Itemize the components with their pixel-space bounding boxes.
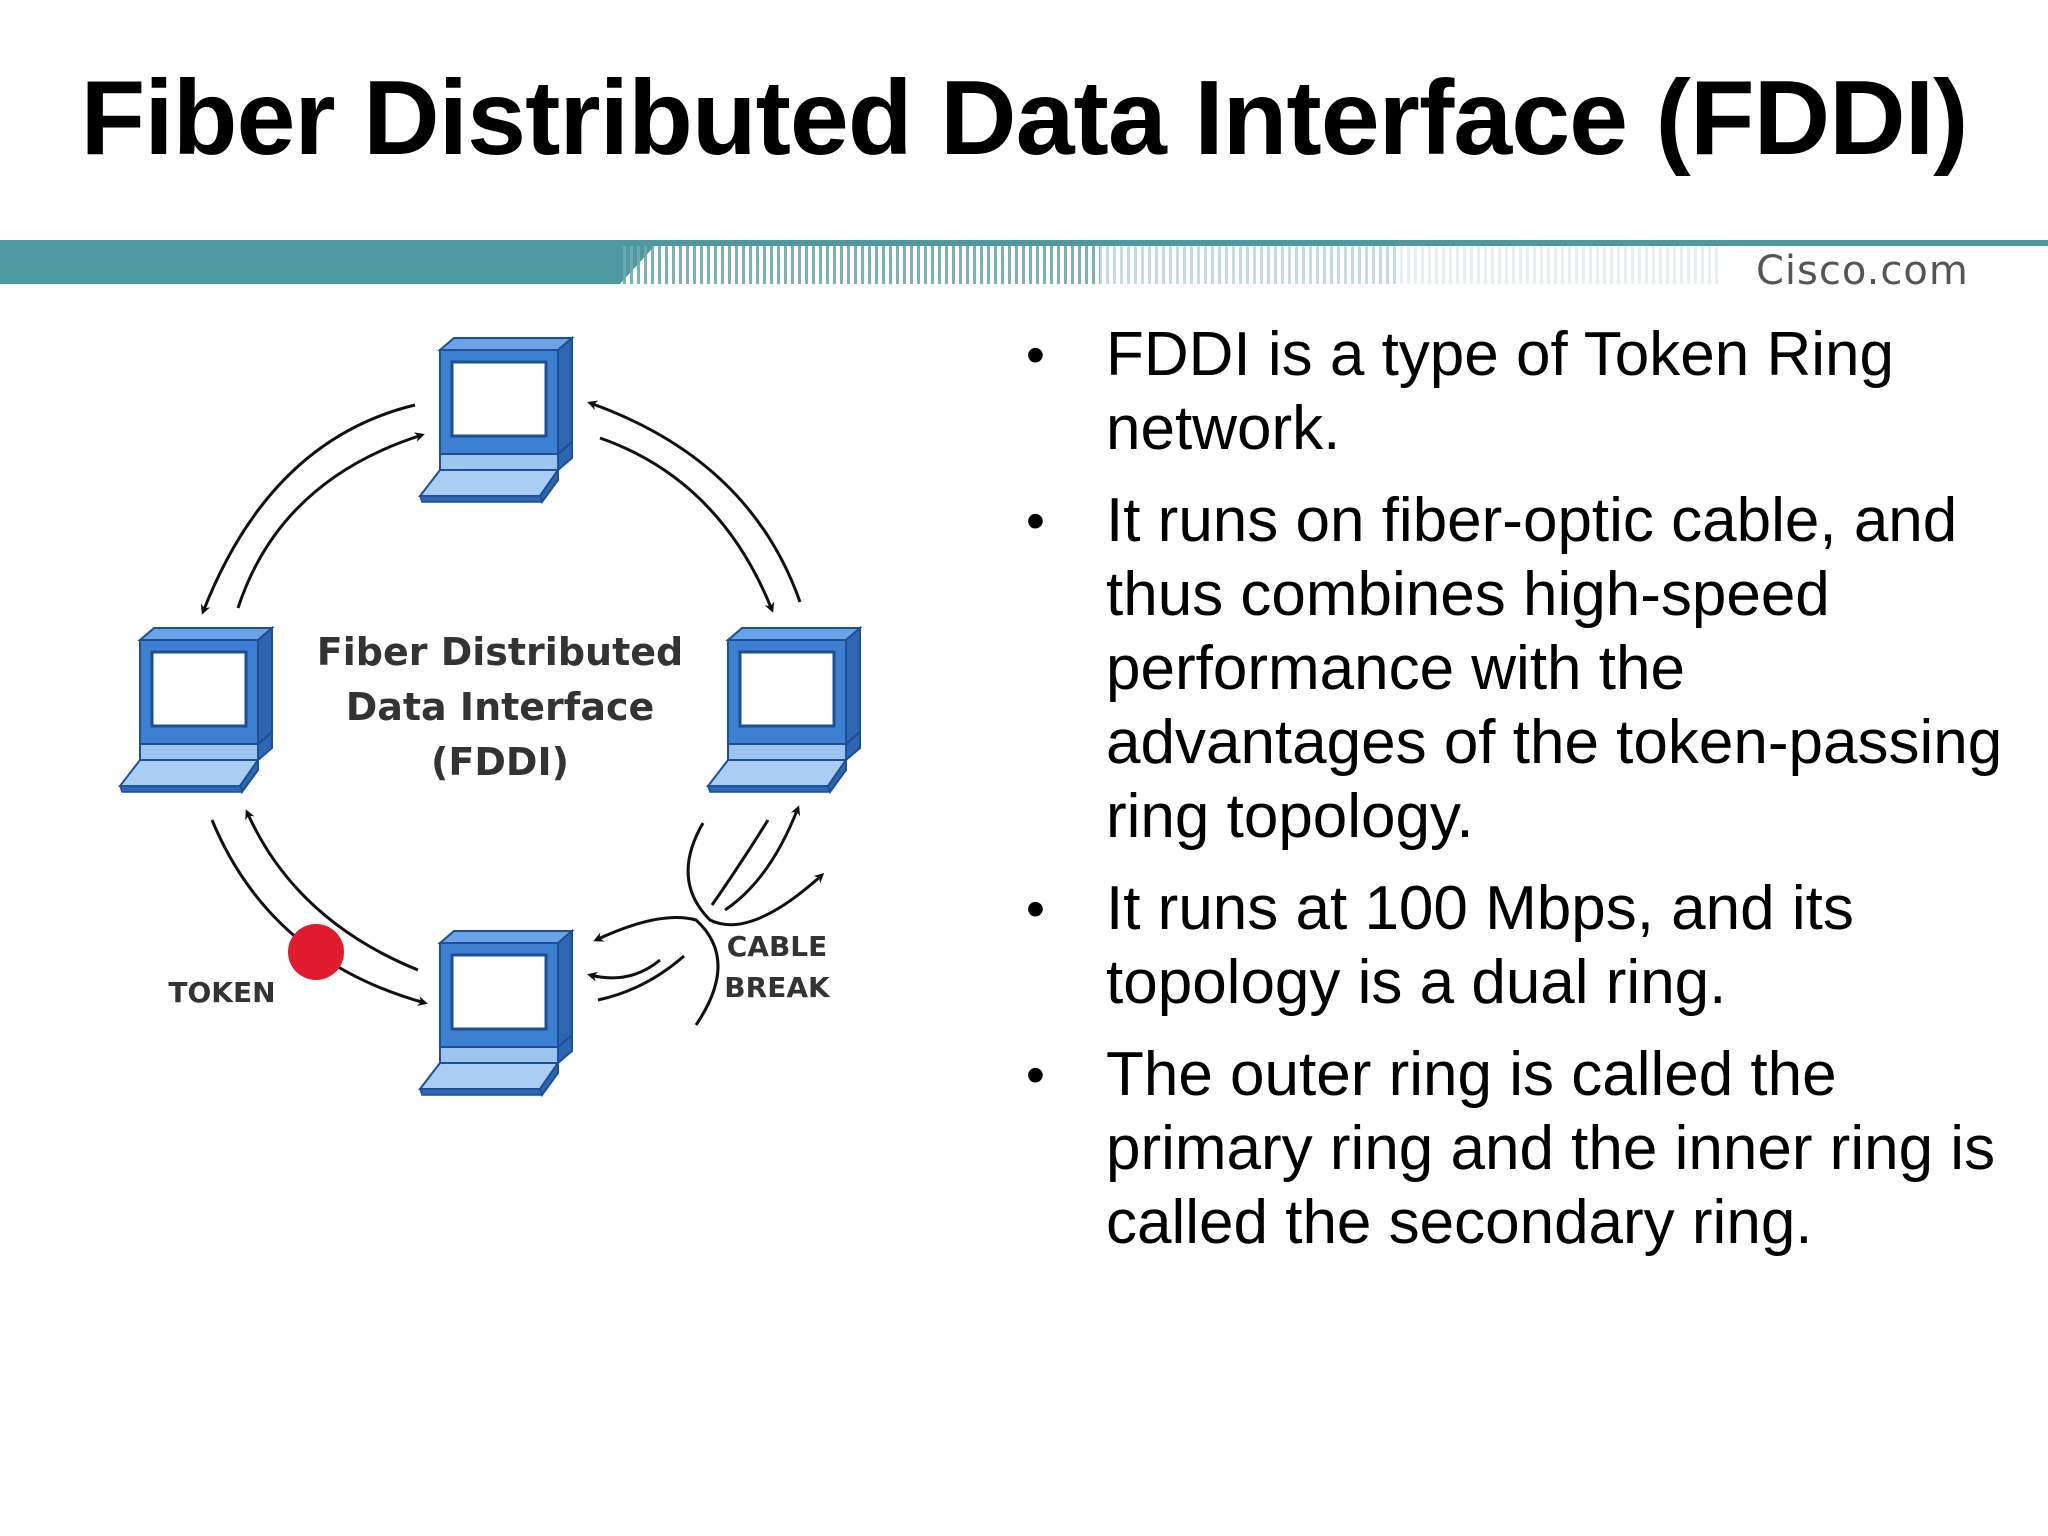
break-arrow-bottom-out [597,954,685,1002]
bullet-item: • It runs on fiber-optic cable, and thus … [1010,484,2010,854]
ring-arrow-top-left-inner [236,432,425,609]
header-band [0,240,2048,284]
ring-arrow-top-right-outer [587,400,802,603]
bullet-text: It runs on fiber-optic cable, and thus c… [1106,486,2003,851]
bullet-text: It runs at 100 Mbps, and its topology is… [1106,874,1854,1017]
bullet-text: FDDI is a type of Token Ring network. [1106,320,1894,463]
cable-break-label-line-1: CABLE [727,930,828,963]
break-arrow-loop-left [593,916,720,1026]
ring-arrow-top-left-outer [200,403,416,615]
bullet-dot-icon: • [1026,1045,1045,1105]
bullet-dot-icon: • [1026,491,1045,551]
center-label-line-2: Data Interface [346,685,655,729]
break-arrow-diagonal [710,819,770,906]
break-arrow-loop-right [686,822,825,927]
break-arrow-up [724,805,801,912]
slide-title: Fiber Distributed Data Interface (FDDI) [80,59,1969,177]
center-label-line-3: (FDDI) [431,740,569,784]
cable-break-label-line-2: BREAK [724,971,831,1004]
token-label: TOKEN [168,976,275,1009]
bullet-dot-icon: • [1026,879,1045,939]
center-label-line-1: Fiber Distributed [317,630,683,674]
bullet-item: • It runs at 100 Mbps, and its topology i… [1010,872,2010,1020]
computer-left [118,626,274,794]
break-arrow-bottom-in [587,958,661,982]
fddi-ring-diagram: Fiber Distributed Data Interface (FDDI) … [118,336,862,1097]
bullet-dot-icon: • [1026,325,1045,385]
computer-top [418,336,574,504]
ring-arrow-top-right-inner [599,436,775,613]
ring-arrow-bottom-left-inner [245,809,419,972]
bullet-item: • FDDI is a type of Token Ring network. [1010,318,2010,466]
cisco-brand: Cisco.com [1756,248,1969,294]
bullet-list: • FDDI is a type of Token Ring network. •… [1010,318,2010,1278]
bullet-item: • The outer ring is called the primary ri… [1010,1038,2010,1260]
bullet-text: The outer ring is called the primary rin… [1106,1040,1996,1257]
computer-bottom [418,929,574,1097]
token-dot [288,924,344,980]
computer-right [706,626,862,794]
